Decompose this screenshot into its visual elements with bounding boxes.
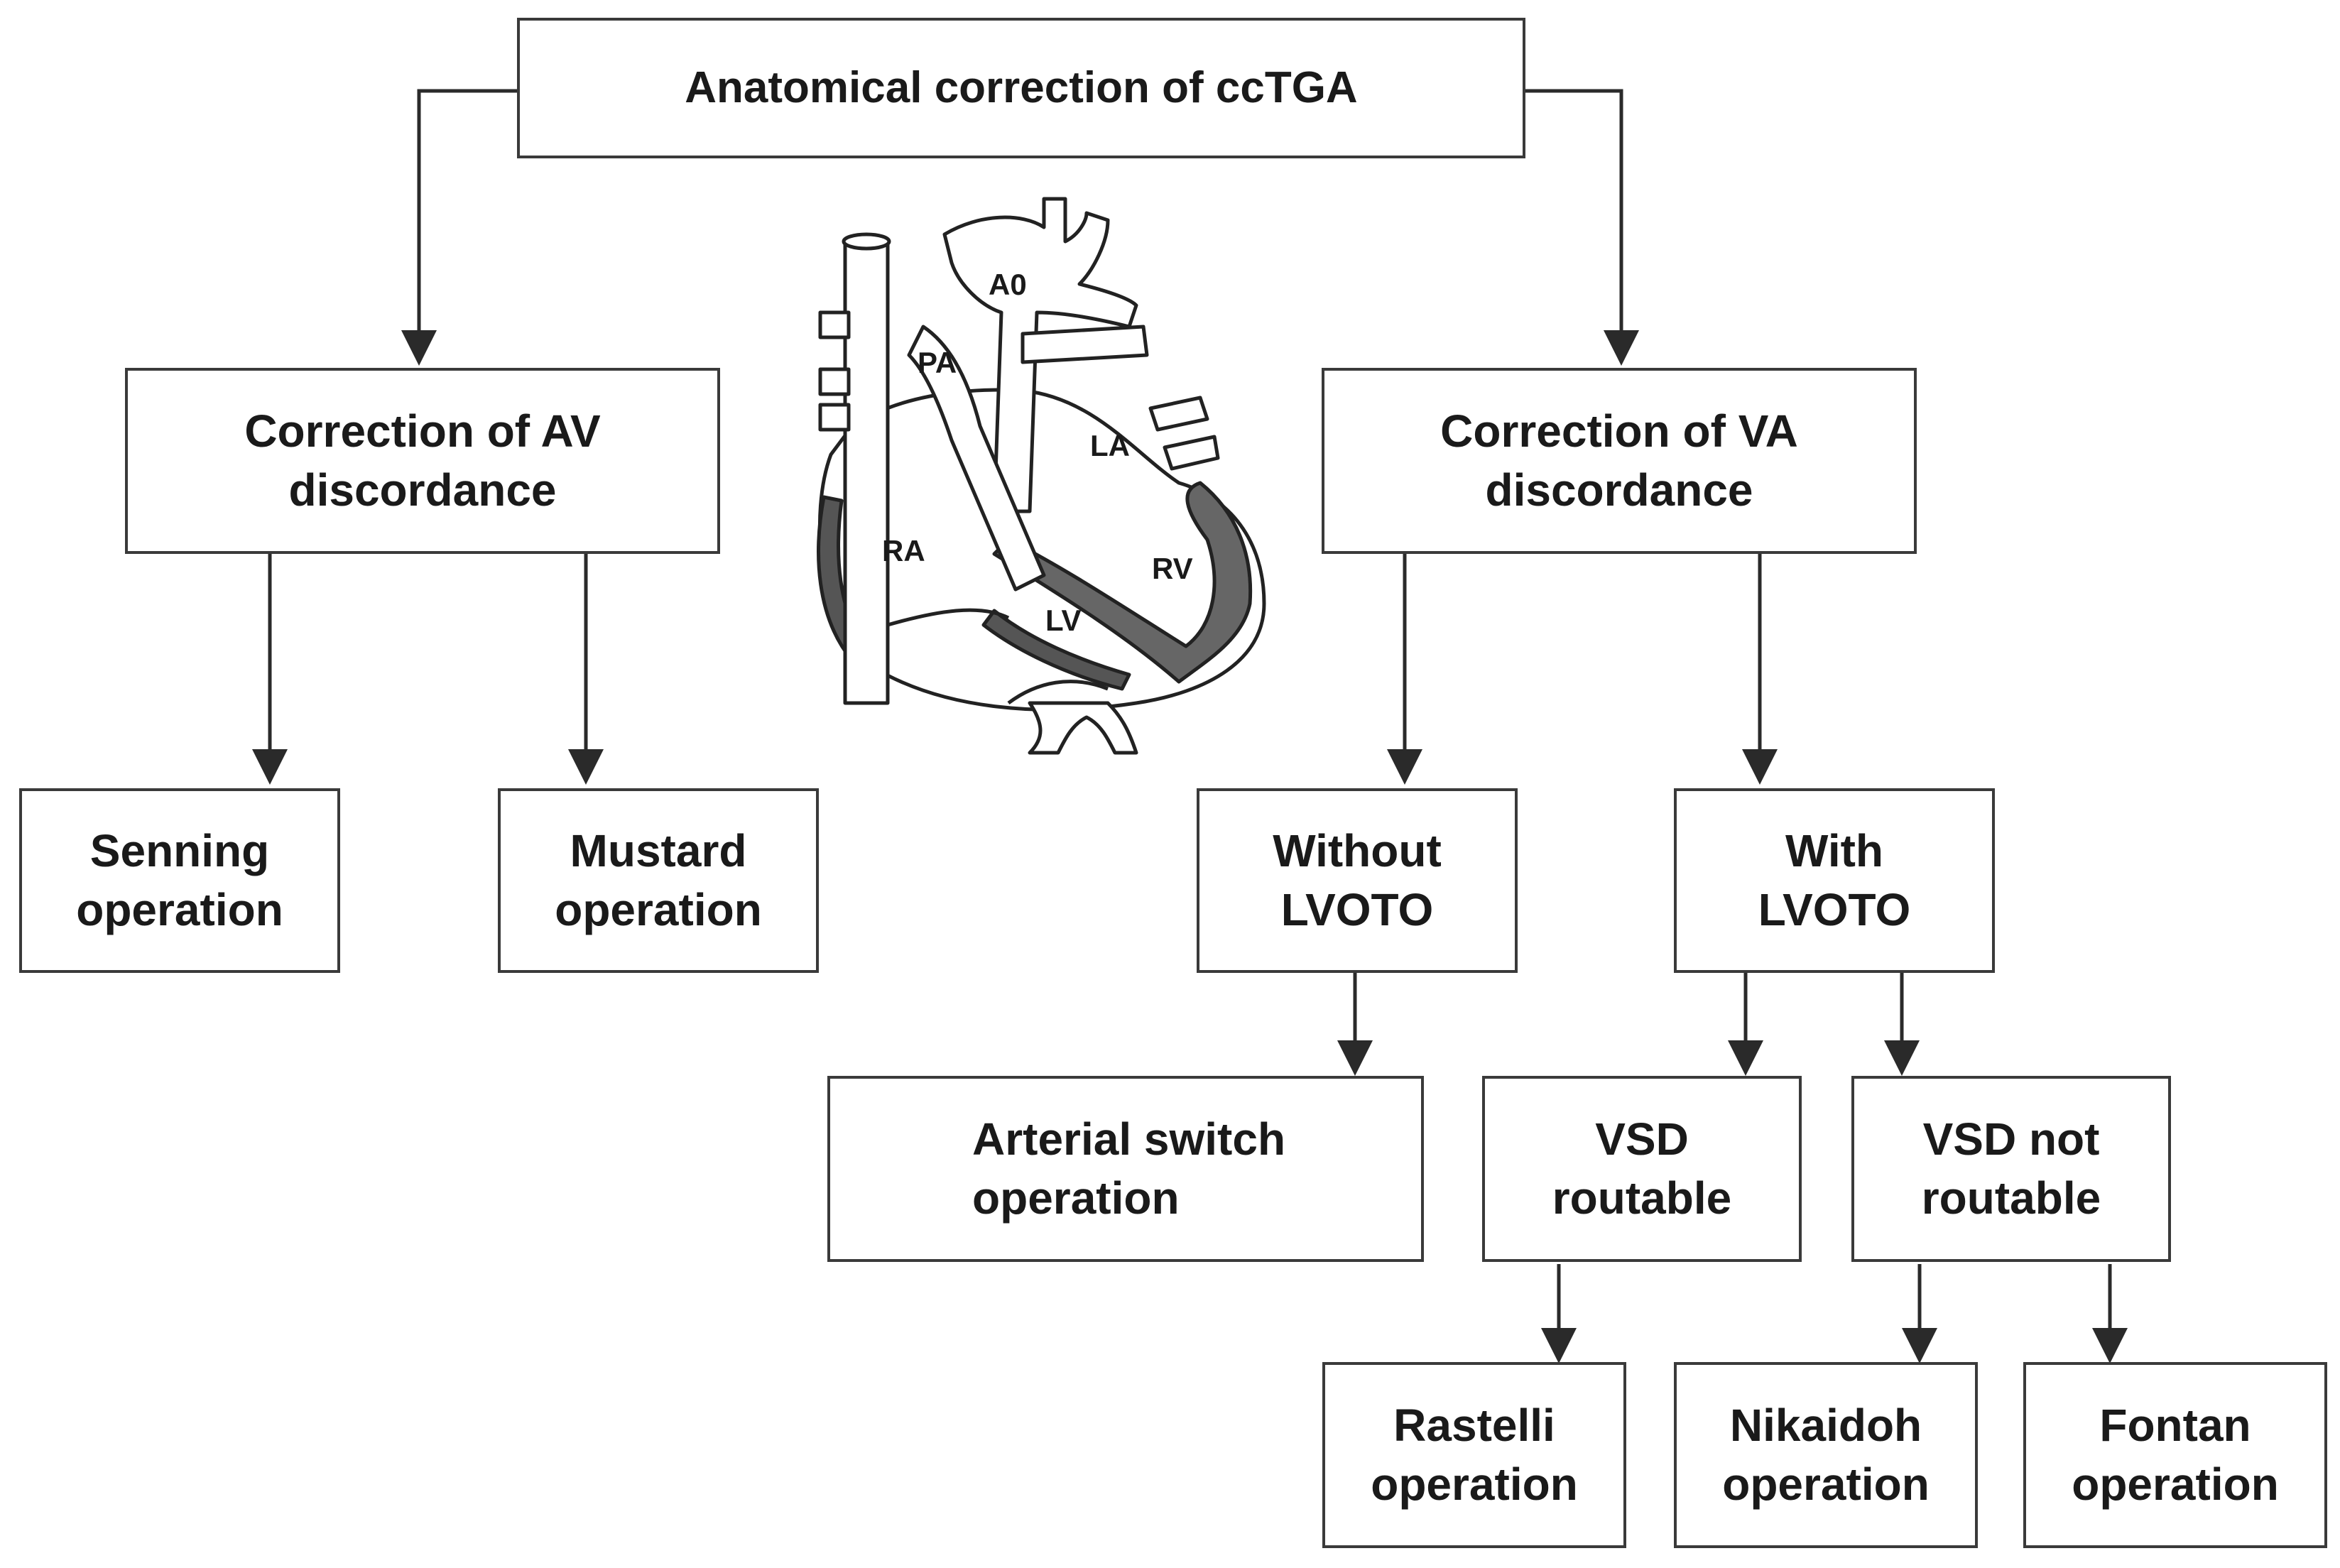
connector-title-to-va (1525, 89, 1639, 366)
with-lvoto-line2: LVOTO (1758, 884, 1911, 935)
arterial-switch-box: Arterial switch operation (827, 1076, 1424, 1262)
with-lvoto-box: With LVOTO (1674, 788, 1995, 973)
title-text: Anatomical correction of ccTGA (685, 62, 1358, 112)
rastelli-box: Rastelli operation (1322, 1362, 1626, 1548)
without-lvoto-line2: LVOTO (1280, 884, 1434, 935)
vsd-routable-box: VSD routable (1482, 1076, 1802, 1262)
title-box: Anatomical correction of ccTGA (517, 18, 1525, 158)
fontan-box: Fontan operation (2023, 1362, 2327, 1548)
vsd-not-routable-line2: routable (1921, 1172, 2101, 1224)
va-correction-box: Correction of VA discordance (1322, 368, 1917, 554)
rastelli-line2: operation (1371, 1459, 1578, 1510)
mustard-line2: operation (555, 884, 762, 935)
heart-label-pa: PA (918, 346, 957, 379)
heart-label-rv: RV (1152, 552, 1193, 585)
fontan-line1: Fontan (2099, 1399, 2251, 1451)
av-correction-box: Correction of AV discordance (125, 368, 720, 554)
vsd-routable-line2: routable (1552, 1172, 1732, 1224)
mustard-line1: Mustard (570, 824, 747, 876)
with-lvoto-line1: With (1785, 824, 1884, 876)
senning-line2: operation (76, 884, 283, 935)
va-correction-line1: Correction of VA (1440, 405, 1798, 457)
heart-label-ra: RA (882, 534, 925, 567)
nikaidoh-line1: Nikaidoh (1729, 1399, 1922, 1451)
heart-label-ao: A0 (989, 268, 1027, 301)
heart-labels: A0 PA LA RA RV LV (882, 268, 1193, 637)
nikaidoh-box: Nikaidoh operation (1674, 1362, 1978, 1548)
senning-line1: Senning (89, 824, 270, 876)
senning-box: Senning operation (19, 788, 340, 973)
arterial-switch-line1: Arterial switch (972, 1113, 1286, 1165)
va-correction-line2: discordance (1485, 464, 1753, 516)
nikaidoh-line2: operation (1722, 1459, 1930, 1510)
rastelli-line1: Rastelli (1393, 1399, 1555, 1451)
without-lvoto-line1: Without (1273, 824, 1442, 876)
heart-label-lv: LV (1045, 604, 1082, 637)
mustard-box: Mustard operation (498, 788, 819, 973)
heart-illustration (817, 197, 1266, 755)
vsd-not-routable-box: VSD not routable (1851, 1076, 2171, 1262)
av-correction-line2: discordance (288, 464, 557, 516)
av-correction-line1: Correction of AV (244, 405, 601, 457)
vsd-not-routable-line1: VSD not (1922, 1113, 2100, 1165)
vsd-routable-line1: VSD (1595, 1113, 1689, 1165)
connector-title-to-av (401, 89, 517, 366)
arterial-switch-line2: operation (972, 1172, 1180, 1224)
heart-label-la: LA (1090, 429, 1130, 462)
without-lvoto-box: Without LVOTO (1197, 788, 1518, 973)
fontan-line2: operation (2072, 1459, 2279, 1510)
